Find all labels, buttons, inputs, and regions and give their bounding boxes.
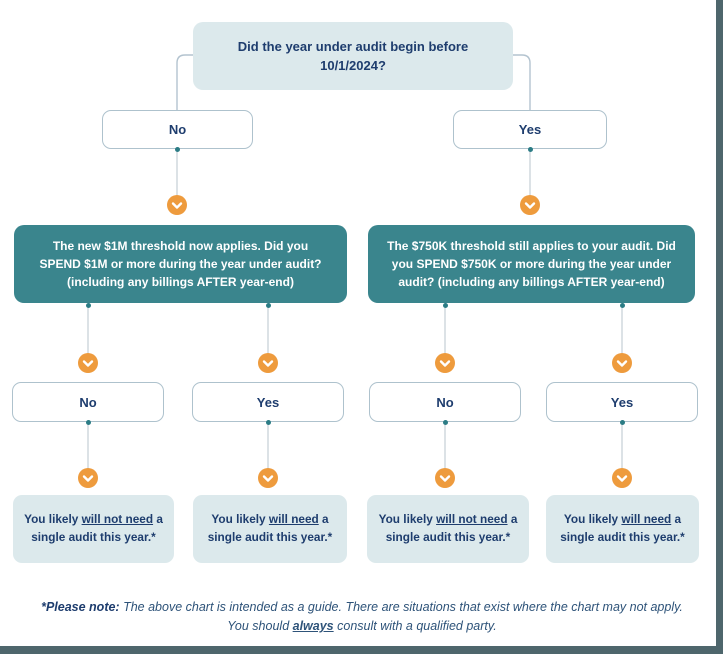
outcome-yes-750k: You likely will need a single audit this… [546, 495, 699, 563]
outcome-text-part: will not need [436, 512, 508, 527]
page-edge-right-bar [716, 0, 723, 654]
connector-dot [442, 302, 448, 308]
threshold-1m-box: The new $1M threshold now applies. Did y… [14, 225, 347, 303]
chevron-down-icon [435, 468, 455, 488]
outcome-text-part: a single audit this year.* [560, 512, 685, 544]
outcome-text: You likely will need a single audit this… [554, 511, 691, 546]
decision-no-750k: No [369, 382, 521, 422]
chevron-down-icon [258, 353, 278, 373]
outcome-text: You likely will need a single audit this… [201, 511, 339, 546]
outcome-no-1m: You likely will not need a single audit … [13, 495, 174, 563]
outcome-text-part: will not need [81, 512, 154, 527]
decision-label: Yes [518, 122, 542, 137]
outcome-text-part: You likely [378, 512, 437, 527]
root-question-text: Did the year under audit begin before 10… [237, 38, 469, 74]
outcome-no-750k: You likely will not need a single audit … [367, 495, 529, 563]
page-edge-bottom-bar [0, 646, 723, 654]
decision-label: No [168, 122, 187, 137]
decision-label: No [436, 394, 454, 410]
outcome-text-part: a single audit this year.* [207, 512, 333, 544]
connector-dot [174, 146, 180, 152]
outcome-text-part: a single audit this year.* [31, 512, 163, 544]
footnote-text: consult with a qualified party. [333, 619, 497, 634]
threshold-1m-text: The new $1M threshold now applies. Did y… [39, 239, 322, 289]
threshold-750k-text: The $750K threshold still applies to you… [387, 239, 676, 289]
decision-yes-1m: Yes [192, 382, 344, 422]
connector-dot [619, 302, 625, 308]
decision-yes-right: Yes [453, 110, 607, 149]
connector-dot [85, 419, 91, 425]
connector-dot [619, 419, 625, 425]
chevron-down-icon [520, 195, 540, 215]
decision-no-left: No [102, 110, 253, 149]
chevron-down-icon [78, 353, 98, 373]
footnote-label: *Please note: [41, 600, 120, 614]
footnote-emphasis: always [292, 619, 334, 634]
outcome-yes-1m: You likely will need a single audit this… [193, 495, 347, 563]
outcome-text-part: will need [268, 512, 319, 527]
chevron-down-icon [612, 353, 632, 373]
decision-yes-750k: Yes [546, 382, 698, 422]
outcome-text-part: You likely [563, 512, 622, 527]
decision-label: Yes [610, 394, 634, 410]
chevron-down-icon [78, 468, 98, 488]
chevron-down-icon [435, 353, 455, 373]
root-question-box: Did the year under audit begin before 10… [193, 22, 513, 90]
outcome-text-part: You likely [24, 512, 82, 527]
footnote: *Please note: The above chart is intende… [32, 598, 692, 637]
decision-no-1m: No [12, 382, 164, 422]
outcome-text-part: a single audit this year.* [385, 512, 518, 544]
outcome-text: You likely will not need a single audit … [21, 511, 166, 546]
chevron-down-icon [167, 195, 187, 215]
decision-label: Yes [256, 394, 280, 410]
decision-label: No [79, 394, 97, 410]
outcome-text: You likely will not need a single audit … [375, 511, 521, 546]
threshold-750k-box: The $750K threshold still applies to you… [368, 225, 695, 303]
connector-dot [265, 302, 271, 308]
chevron-down-icon [258, 468, 278, 488]
chevron-down-icon [612, 468, 632, 488]
footnote-text: The above chart is intended as a guide. … [119, 600, 683, 634]
connector-dot [442, 419, 448, 425]
outcome-text-part: will need [621, 512, 672, 527]
outcome-text-part: You likely [211, 512, 269, 527]
connector-dot [527, 146, 533, 152]
connector-dot [85, 302, 91, 308]
connector-dot [265, 419, 271, 425]
